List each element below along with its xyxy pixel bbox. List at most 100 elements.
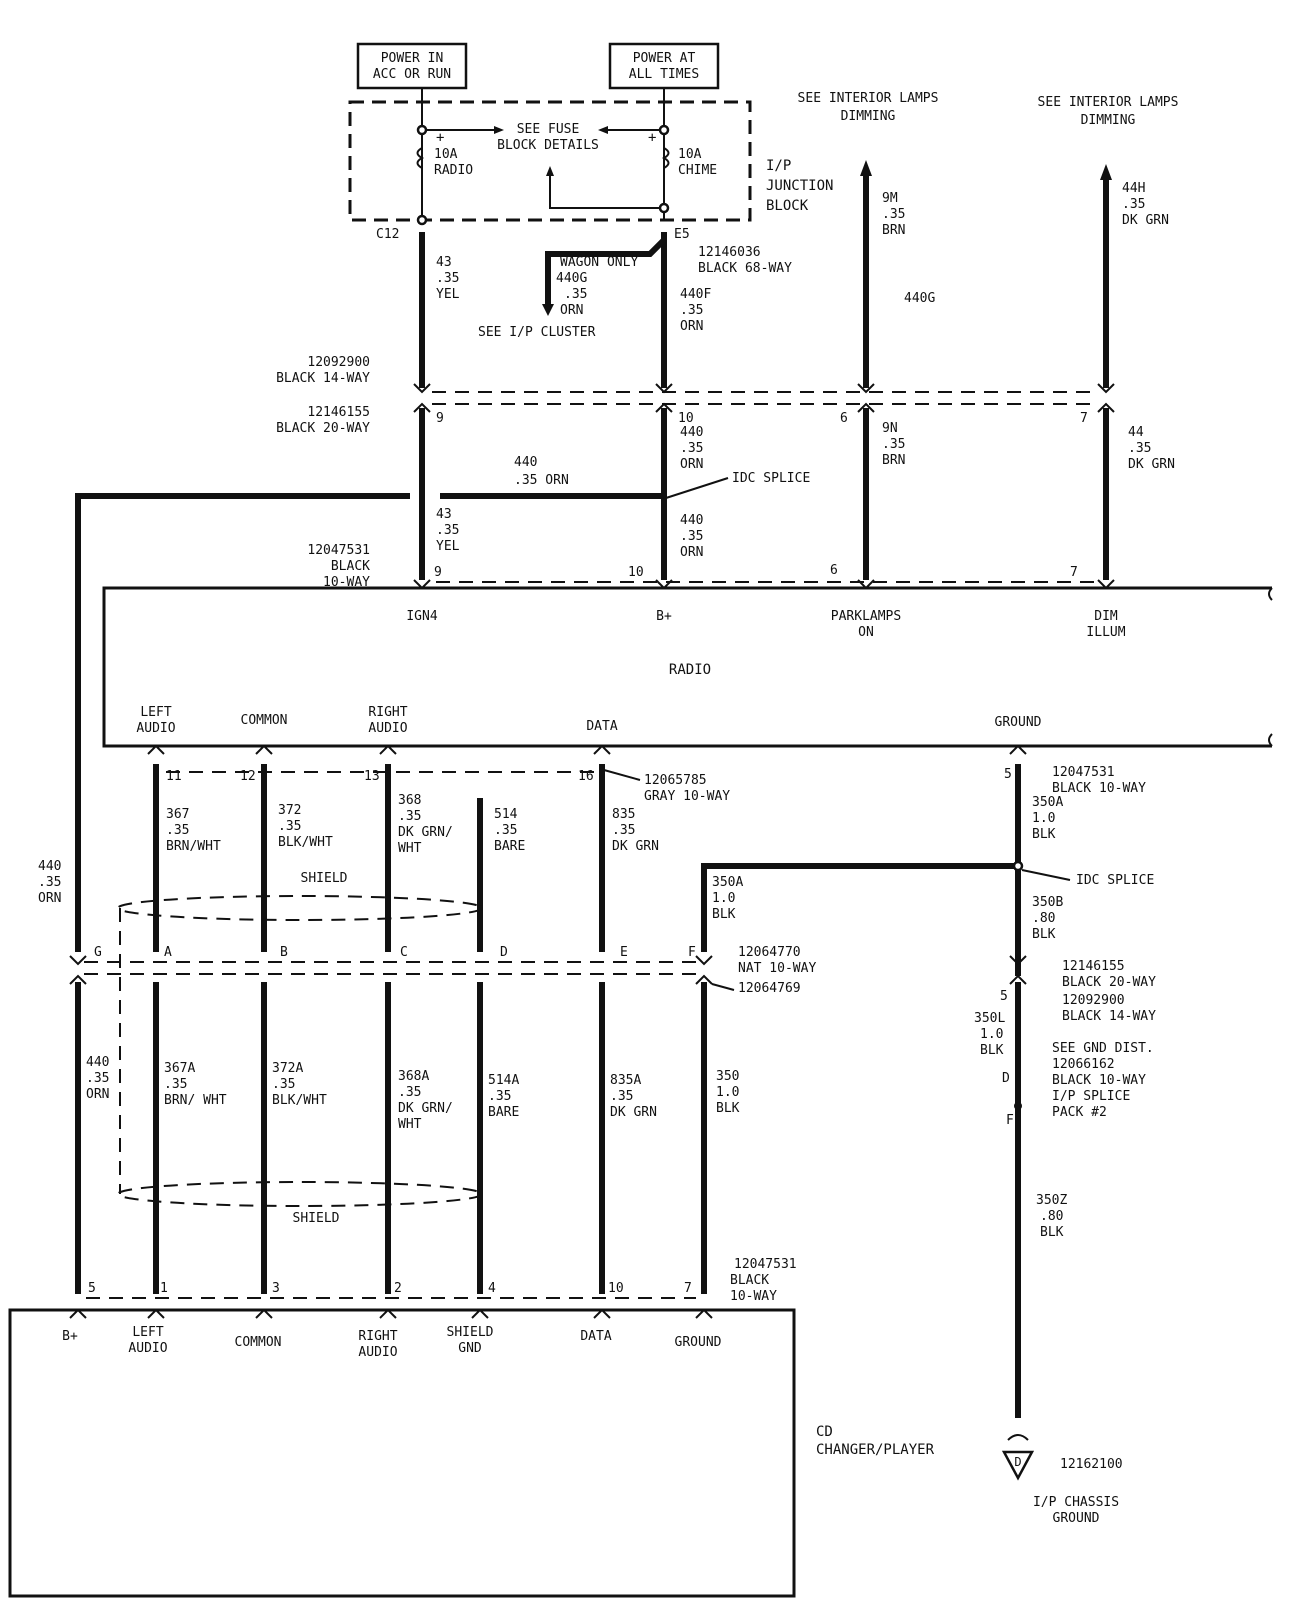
see-ip-cluster: SEE I/P CLUSTER <box>478 325 596 340</box>
arrow-up-9m-icon <box>860 160 872 176</box>
w440-top-color: ORN <box>680 457 703 472</box>
w440-top-num: 440 <box>680 425 703 440</box>
w350a-gnd-num: 350A <box>1032 795 1063 810</box>
chassis-ground-label-1: I/P CHASSIS <box>1033 1495 1119 1510</box>
cd-conn-color: BLACK <box>730 1273 769 1288</box>
w9m-num: 9M <box>882 191 898 206</box>
cd-pin-5: 5 <box>88 1281 96 1296</box>
splice-pin-f: F <box>1006 1113 1014 1128</box>
cd-pin-7: 7 <box>684 1281 692 1296</box>
radio-term-parklamps-on: ON <box>858 625 874 640</box>
radio-term-dim: DIM <box>1094 609 1118 624</box>
w368a-num: 368A <box>398 1069 429 1084</box>
w440f-size: .35 <box>680 303 703 318</box>
w514a-size: .35 <box>488 1089 511 1104</box>
w44-size: .35 <box>1128 441 1151 456</box>
fuse-chime-label: CHIME <box>678 163 717 178</box>
shield-bottom-label: SHIELD <box>293 1211 340 1226</box>
connector-68-way: BLACK 68-WAY <box>698 261 792 276</box>
inline1-conn-b-desc: BLACK 20-WAY <box>276 421 370 436</box>
w372-color: BLK/WHT <box>278 835 333 850</box>
interior-lamps-right-line1: SEE INTERIOR LAMPS <box>1038 95 1179 110</box>
radio-term-left-audio-1: LEFT <box>140 705 171 720</box>
w514a-color: BARE <box>488 1105 519 1120</box>
radio-term-right-audio-1: RIGHT <box>368 705 407 720</box>
inline1-pin-10: 10 <box>678 411 694 426</box>
fuse-block: + + SEE FUSE BLOCK DETAILS 10A RADIO 10A… <box>348 88 752 226</box>
idc-splice-lower-dot <box>1012 860 1024 872</box>
w350b-color: BLK <box>1032 927 1056 942</box>
chassis-ground-label-2: GROUND <box>1053 1511 1100 1526</box>
shield-top-label: SHIELD <box>301 871 348 886</box>
w43-upper-size: .35 <box>436 271 459 286</box>
w350l-color: BLK <box>980 1043 1004 1058</box>
inline1-conn-a-part: 12092900 <box>307 355 370 370</box>
w368-num: 368 <box>398 793 421 808</box>
wire-440-left-run <box>75 493 410 952</box>
w350-size: 1.0 <box>716 1085 739 1100</box>
w368-color: DK GRN/ <box>398 825 453 840</box>
radio-pin-6: 6 <box>830 563 838 578</box>
inline2-conn-b-leader <box>711 983 735 991</box>
cd-name-line2: CHANGER/PLAYER <box>816 1442 935 1458</box>
w350l-num: 350L <box>974 1011 1005 1026</box>
w835a-size: .35 <box>610 1089 633 1104</box>
w9n-color: BRN <box>882 453 905 468</box>
inline1-conn-b-part: 12146155 <box>307 405 370 420</box>
cd-term-ground: GROUND <box>675 1335 722 1350</box>
idc-splice-upper-dot <box>661 493 667 499</box>
w44-num: 44 <box>1128 425 1144 440</box>
cd-pin-10: 10 <box>608 1281 624 1296</box>
idc-splice-lower-label: IDC SPLICE <box>1076 873 1154 888</box>
w367a-color: BRN/ WHT <box>164 1093 227 1108</box>
w43-lower-color: YEL <box>436 539 460 554</box>
w43-lower-size: .35 <box>436 523 459 538</box>
interior-lamps-left-line2: DIMMING <box>841 109 896 124</box>
w367-size: .35 <box>166 823 189 838</box>
chassis-ground-part: 12162100 <box>1060 1457 1123 1472</box>
w440-bottom-num: 440 <box>86 1055 109 1070</box>
radio-term-left-audio-2: AUDIO <box>136 721 175 736</box>
w44h-size: .35 <box>1122 197 1145 212</box>
radio-term-parklamps: PARKLAMPS <box>831 609 901 624</box>
fuse-radio-amps: 10A <box>434 147 458 162</box>
radio-term-bplus: B+ <box>656 609 672 624</box>
idc-splice-upper-leader <box>665 477 729 499</box>
w372-num: 372 <box>278 803 301 818</box>
wire-440g-wagon <box>545 237 667 306</box>
w440-left-num: 440 <box>38 859 61 874</box>
inline2-pin-a: A <box>164 945 172 960</box>
chassis-ground-icon <box>1001 1434 1035 1481</box>
inline2-pin-g: G <box>94 945 102 960</box>
w350z-num: 350Z <box>1036 1193 1067 1208</box>
fuse-plus-right: + <box>648 130 656 146</box>
w514-color: BARE <box>494 839 525 854</box>
radio-conn-top-part: 12047531 <box>307 543 370 558</box>
pin-c12: C12 <box>376 227 399 242</box>
w368-size: .35 <box>398 809 421 824</box>
w372a-color: BLK/WHT <box>272 1093 327 1108</box>
arrow-up-44h-icon <box>1100 164 1112 180</box>
cd-term-data: DATA <box>580 1329 611 1344</box>
inline-connector-2 <box>69 955 1027 985</box>
power-all-times-box: POWER AT ALL TIMES <box>608 42 720 90</box>
fuse-plus-left: + <box>436 130 444 146</box>
gnd-dist-line2: 12066162 <box>1052 1057 1115 1072</box>
junction-line3: BLOCK <box>766 198 809 214</box>
radio-conn-ground-desc: BLACK 10-WAY <box>1052 781 1146 796</box>
w350b-size: .80 <box>1032 911 1055 926</box>
w835-num: 835 <box>612 807 635 822</box>
wagon-440g: 440G <box>556 271 587 286</box>
w440-horiz-size: .35 ORN <box>514 473 569 488</box>
w372-size: .35 <box>278 819 301 834</box>
w350l-size: 1.0 <box>980 1027 1003 1042</box>
w44-color: DK GRN <box>1128 457 1175 472</box>
cd-term-common: COMMON <box>235 1335 282 1350</box>
wagon-440g-tag: 440G <box>904 291 935 306</box>
inline2-conn-a-desc: NAT 10-WAY <box>738 961 816 976</box>
w440-bot-num: 440 <box>680 513 703 528</box>
power-all-times-line1: POWER AT <box>633 51 696 66</box>
w372a-num: 372A <box>272 1061 303 1076</box>
w835-color: DK GRN <box>612 839 659 854</box>
